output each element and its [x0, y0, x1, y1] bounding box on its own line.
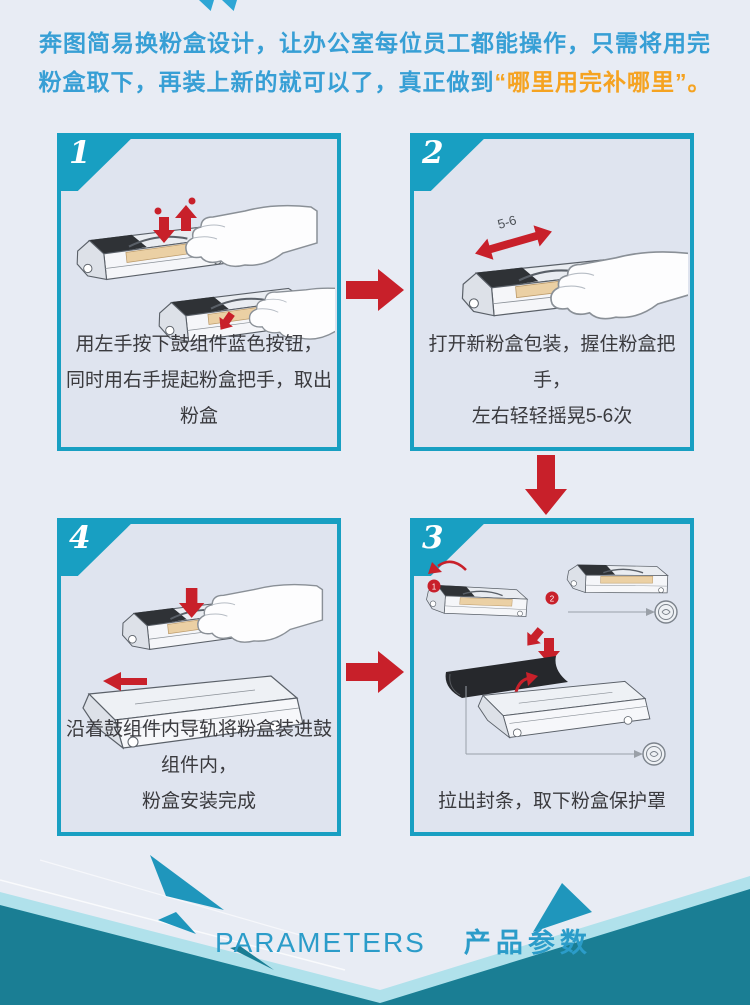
intro-line-1: 奔图简易换粉盒设计，让办公室每位员工都能操作，只需将用完 [39, 30, 711, 56]
step3-illustration: 1 2 [414, 546, 690, 782]
parameters-title-en: PARAMETERS [215, 927, 426, 958]
intro-paragraph: 奔图简易换粉盒设计，让办公室每位员工都能操作，只需将用完 粉盒取下，再装上新的就… [0, 24, 750, 102]
step1-illustration [61, 191, 337, 391]
flow-arrow-right-icon [346, 269, 404, 311]
step-box-4: 4 沿着鼓组件内导轨将粉盒装进鼓组件内， 粉盒安装完成 [57, 518, 341, 836]
step2-caption: 打开新粉盒包装，握住粉盒把手， 左右轻轻摇晃5-6次 [428, 334, 676, 427]
step-number-badge: 4 [57, 518, 137, 576]
quote-decoration-icon [222, 0, 237, 11]
seal-marker-2: 2 [550, 595, 555, 604]
intro-line-2: 粉盒取下，再装上新的就可以了，真正做到“哪里用完补哪里”。 [38, 69, 712, 95]
step4-illustration [61, 576, 337, 776]
step-box-2: 2 5-6 打开新粉盒包装，握住粉盒把手， 左右轻轻摇晃5-6次 [410, 133, 694, 451]
quote-decoration-icon [199, 0, 214, 11]
step1-caption: 用左手按下鼓组件蓝色按钮， 同时用右手提起粉盒把手，取出粉盒 [65, 334, 332, 427]
step-box-3: 3 1 2 [410, 518, 694, 836]
flow-arrow-down-icon [525, 455, 567, 515]
footer-band [0, 855, 750, 1005]
shake-count-label: 5-6 [496, 212, 518, 232]
step4-caption: 沿着鼓组件内导轨将粉盒装进鼓组件内， 粉盒安装完成 [65, 719, 332, 812]
seal-marker-1: 1 [432, 583, 437, 592]
step-number-badge: 2 [410, 133, 490, 191]
step-box-1: 1 用左手按下鼓组件蓝色按钮， 同时用右手提起粉盒把手，取出粉盒 [57, 133, 341, 451]
step-number-badge: 1 [57, 133, 137, 191]
step2-illustration: 5-6 [414, 191, 690, 391]
parameters-title-zh: 产品参数 [463, 928, 592, 958]
flow-arrow-right-icon [346, 651, 404, 693]
footer-titles: PARAMETERS 产品参数 [215, 921, 592, 960]
intro-highlight: “哪里用完补哪里” [494, 69, 688, 95]
step3-caption: 拉出封条，取下粉盒保护罩 [437, 791, 666, 812]
